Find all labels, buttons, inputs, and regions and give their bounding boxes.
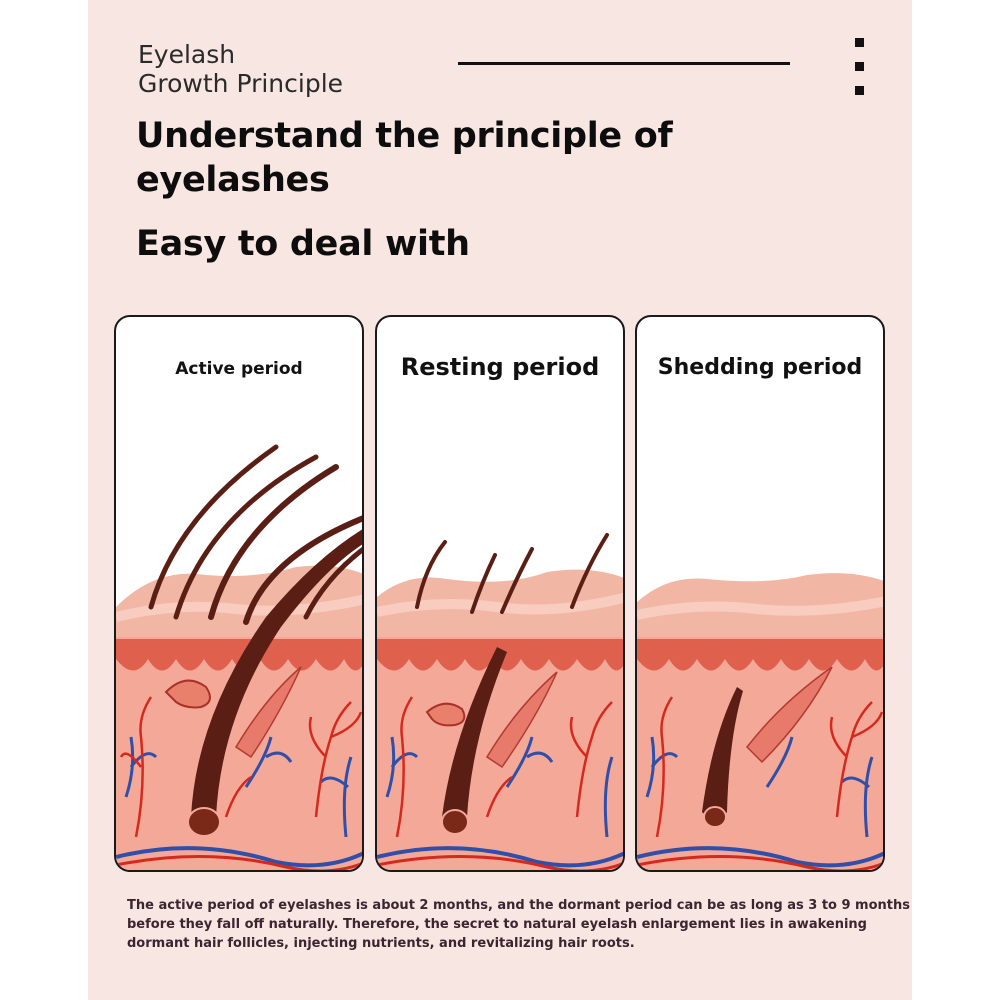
- shedding-hair-illustration: [637, 573, 883, 870]
- panel-resting-period: Resting period: [375, 315, 625, 872]
- eyelash-hairs: [415, 533, 609, 614]
- header-divider: [458, 62, 790, 65]
- headline-line-2: eyelashes: [136, 160, 330, 200]
- hair-follicle: [442, 647, 507, 827]
- panel-title-shedding: Shedding period: [657, 355, 863, 380]
- caption-line-1: The active period of eyelashes is about …: [127, 898, 910, 913]
- epidermis-edge: [637, 639, 883, 671]
- hair-follicle: [702, 687, 743, 821]
- headline-line-1: Understand the principle of: [136, 116, 673, 156]
- artery-lines: [395, 696, 613, 838]
- artery-lines: [119, 696, 362, 838]
- vein-lines: [645, 736, 874, 838]
- panel-active-period: Active period: [114, 315, 364, 872]
- panel-title-active: Active period: [175, 359, 303, 379]
- headline-line-3: Easy to deal with: [136, 224, 470, 264]
- subtitle-line-1: Eyelash: [138, 40, 236, 69]
- caption-line-2: before they fall off naturally. Therefor…: [127, 917, 867, 932]
- more-dots-icon: [855, 38, 865, 110]
- subtitle-line-2: Growth Principle: [138, 69, 344, 98]
- vein-lines: [385, 736, 614, 838]
- resting-hair-illustration: [377, 533, 623, 870]
- hair-follicle: [191, 529, 362, 827]
- panel-shedding-period: Shedding period: [635, 315, 885, 872]
- panel-title-resting: Resting period: [400, 353, 600, 381]
- active-hair-illustration: [116, 444, 362, 870]
- epidermis-edge: [116, 639, 362, 671]
- artery-lines: [655, 696, 883, 838]
- vein-lines: [124, 736, 353, 838]
- caption-line-3: dormant hair follicles, injecting nutrie…: [127, 936, 635, 951]
- description-caption: The active period of eyelashes is about …: [127, 896, 910, 953]
- eyelash-hairs: [148, 444, 362, 625]
